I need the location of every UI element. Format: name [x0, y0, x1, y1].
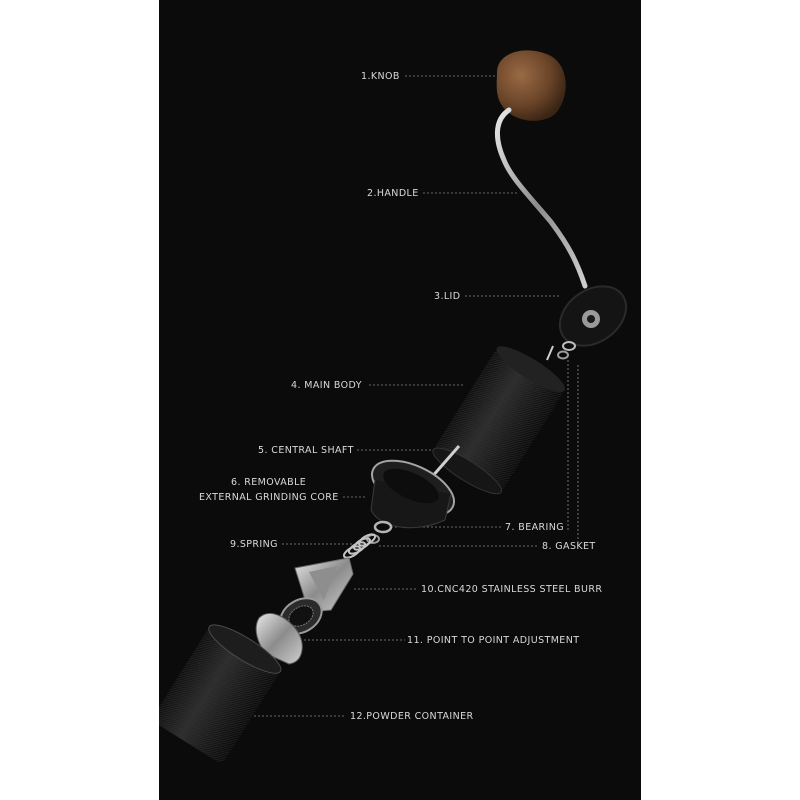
central-shaft-shape — [429, 445, 461, 479]
knob-shape — [496, 50, 566, 121]
label-container: 12.POWDER CONTAINER — [350, 711, 474, 722]
diagram-panel: 1.KNOB 2.HANDLE 3.LID 4. MAIN BODY 5. CE… — [159, 0, 641, 800]
label-bearing: 7. BEARING — [505, 522, 564, 533]
label-adjustment: 11. POINT TO POINT ADJUSTMENT — [407, 635, 580, 646]
bearing-shape — [557, 350, 569, 360]
gasket-shape — [562, 341, 576, 351]
grinding-core-shape — [370, 459, 455, 529]
bearing-lower-shape — [373, 520, 393, 534]
adjustment-shape — [255, 612, 303, 665]
label-gasket: 8. GASKET — [542, 541, 596, 552]
label-core-line1: 6. REMOVABLE — [231, 477, 307, 488]
powder-container-shape — [159, 624, 282, 763]
label-knob: 1.KNOB — [361, 71, 400, 82]
label-handle: 2.HANDLE — [367, 188, 419, 199]
lid-shape — [558, 285, 628, 347]
label-central-shaft: 5. CENTRAL SHAFT — [258, 445, 354, 456]
handle-shape — [495, 107, 588, 289]
spring-shape — [342, 533, 377, 559]
label-main-body: 4. MAIN BODY — [291, 380, 362, 391]
shaft-tip — [546, 345, 554, 361]
label-lid: 3.LID — [434, 291, 461, 302]
main-body-shape — [432, 346, 566, 495]
grinder-exploded-view — [159, 50, 628, 763]
label-core-line2: EXTERNAL GRINDING CORE — [199, 492, 339, 503]
label-spring: 9.SPRING — [230, 539, 278, 550]
label-burr: 10.CNC420 STAINLESS STEEL BURR — [421, 584, 603, 595]
